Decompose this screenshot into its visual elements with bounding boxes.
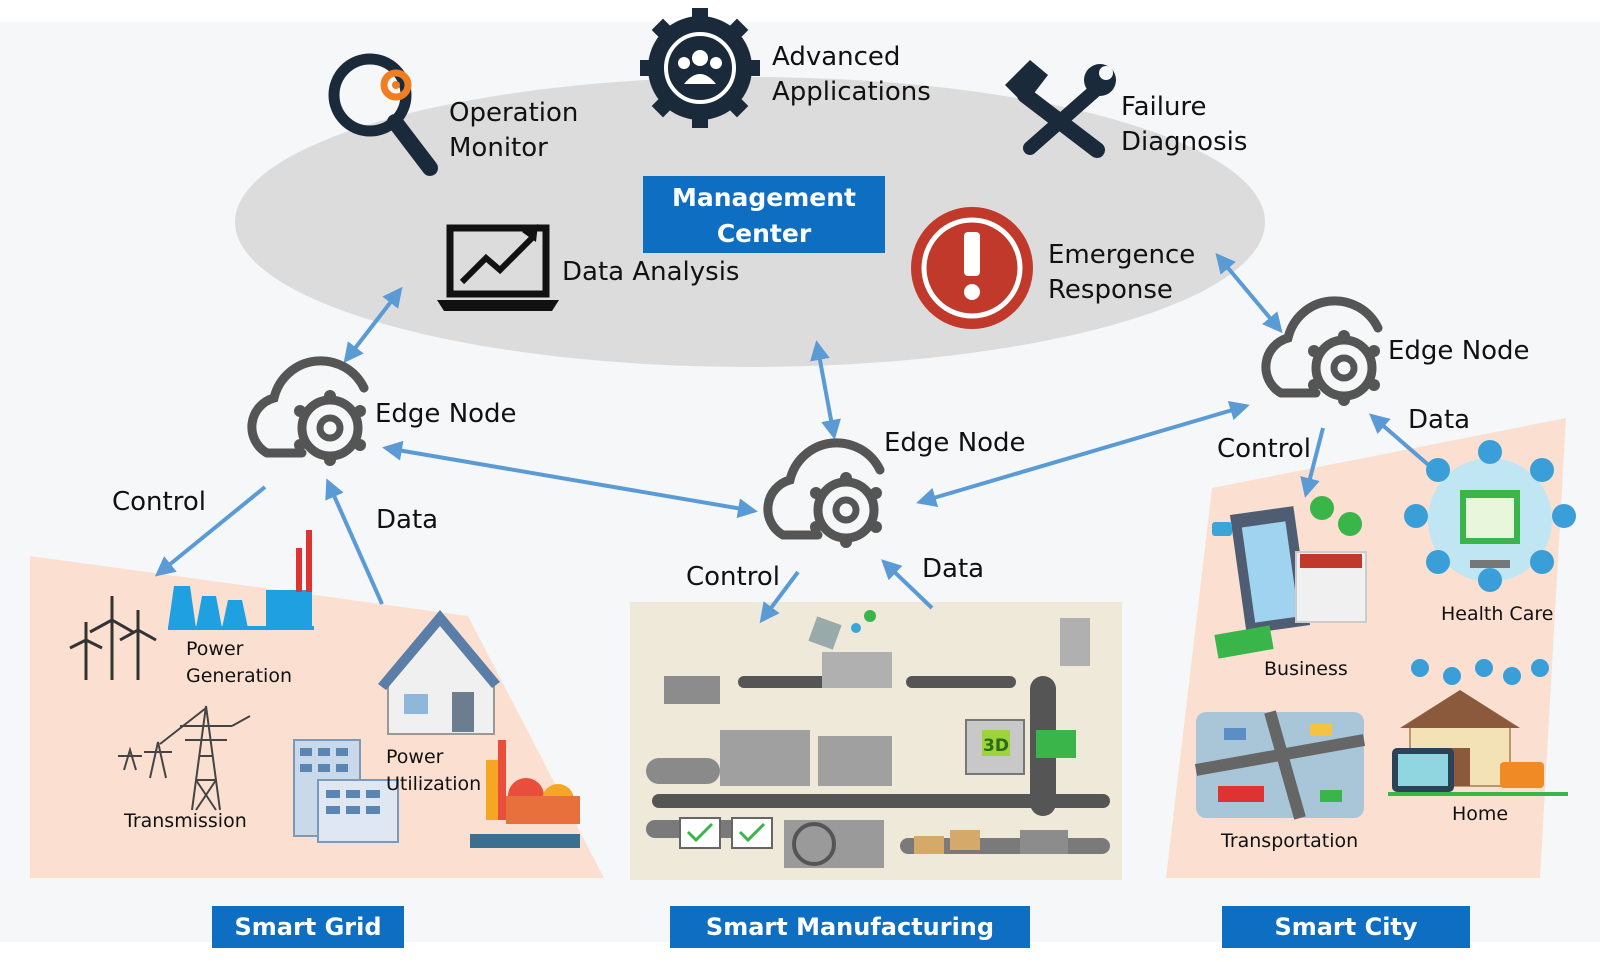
health-care-label: Health Care: [1441, 603, 1553, 625]
transportation-illustration: [1194, 710, 1366, 820]
arrow-left-edge-to-center-edge: [382, 440, 758, 519]
manufacturing-3d-badge: 3D: [983, 736, 1009, 756]
management-center-title-line1: Management: [672, 183, 856, 212]
advanced-applications-label-line1: Advanced: [772, 42, 900, 72]
arrow-grid-control: [154, 485, 267, 577]
operation-monitor-label-line1: Operation: [449, 98, 578, 128]
manufacturing-control-label: Control: [686, 562, 780, 592]
transmission-tower-icon: [118, 705, 251, 811]
business-illustration: [1212, 496, 1367, 659]
smart-city-title-box: [1222, 906, 1470, 948]
health-care-illustration: [1404, 440, 1576, 592]
business-label: Business: [1264, 658, 1348, 680]
magnifier-gear-icon: [328, 53, 438, 176]
arrow-center-edge-to-center: [810, 340, 841, 440]
connection-arrows: [154, 252, 1434, 624]
smart-grid-title: Smart Grid: [234, 913, 381, 941]
grid-data-label: Data: [376, 505, 438, 535]
house-icon: [378, 610, 500, 735]
city-data-label: Data: [1408, 405, 1470, 435]
city-control-label: Control: [1217, 434, 1311, 464]
power-generation-label-line2: Generation: [186, 665, 292, 687]
management-center-title-line2: Center: [717, 219, 812, 248]
advanced-applications-label-line2: Applications: [772, 77, 931, 107]
power-generation-label-line1: Power: [186, 638, 244, 660]
data-analysis-label: Data Analysis: [562, 257, 739, 287]
exclamation-icon: [911, 207, 1033, 329]
smart-grid-title-box: [212, 906, 404, 948]
arrow-manufacturing-control: [759, 570, 800, 624]
manufacturing-line-illustration: 3D: [646, 610, 1110, 868]
office-building-icon: [293, 739, 399, 843]
failure-diagnosis-label-line2: Diagnosis: [1121, 127, 1247, 157]
factory-icon: [470, 740, 580, 848]
transportation-label: Transportation: [1220, 830, 1358, 852]
smart-manufacturing-title: Smart Manufacturing: [706, 913, 994, 941]
management-center-box: [643, 176, 885, 253]
arrow-grid-data: [325, 478, 384, 605]
edge-node-center-label: Edge Node: [884, 428, 1026, 458]
transmission-label: Transmission: [123, 810, 247, 832]
home-label: Home: [1452, 803, 1508, 825]
emergence-response-label-line2: Response: [1048, 275, 1173, 305]
gear-users-icon: [640, 8, 760, 128]
home-illustration: [1388, 659, 1568, 796]
manufacturing-data-label: Data: [922, 554, 984, 584]
power-plant-icon: [168, 530, 314, 630]
failure-diagnosis-label-line1: Failure: [1121, 92, 1207, 122]
arrow-city-control: [1300, 427, 1325, 498]
laptop-chart-icon: [437, 224, 559, 311]
arrow-left-edge-to-center: [343, 286, 403, 364]
smart-manufacturing-title-box: [670, 906, 1030, 948]
power-utilization-label-line1: Power: [386, 746, 444, 768]
operation-monitor-label-line2: Monitor: [449, 133, 548, 163]
edge-node-right-label: Edge Node: [1388, 336, 1530, 366]
wind-turbine-icon: [69, 596, 157, 680]
power-utilization-label-line2: Utilization: [386, 773, 481, 795]
grid-control-label: Control: [112, 487, 206, 517]
smart-city-title: Smart City: [1274, 913, 1417, 941]
arrow-manufacturing-data: [881, 559, 934, 610]
arrow-city-data: [1368, 413, 1434, 470]
edge-node-left-label: Edge Node: [375, 399, 517, 429]
hammer-wrench-icon: [1005, 60, 1116, 158]
arrow-center-edge-to-right-edge: [916, 400, 1250, 508]
arrow-right-edge-to-center: [1215, 252, 1283, 334]
emergence-response-label-line1: Emergence: [1048, 240, 1195, 270]
